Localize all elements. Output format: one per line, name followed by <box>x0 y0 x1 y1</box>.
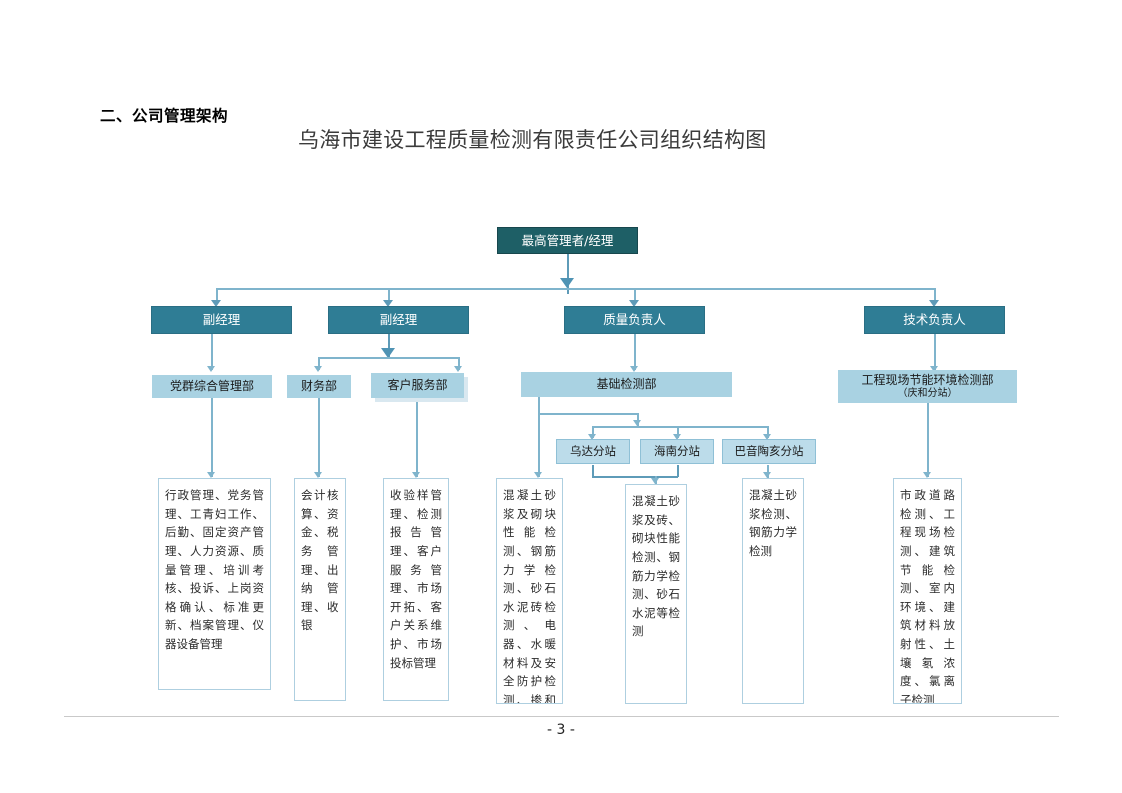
connector-quality-arrow <box>629 300 639 307</box>
connector-level2-bus <box>216 288 935 290</box>
connector-hainan-stem <box>677 465 679 477</box>
node-substation-hainan-label: 海南分站 <box>654 444 700 459</box>
node-deputy-manager-2[interactable]: 副经理 <box>328 306 469 334</box>
connector-bayintaohai-detail-arrow <box>763 472 771 478</box>
connector-tech-to-energy <box>934 334 936 370</box>
node-top-manager[interactable]: 最高管理者/经理 <box>497 227 638 254</box>
footer-divider <box>64 716 1059 717</box>
connector-bayintaohai-to-detail <box>767 465 769 478</box>
node-basic-testing-dept[interactable]: 基础检测部 <box>521 372 732 397</box>
connector-customer-detail-arrow <box>412 472 420 478</box>
node-basic-testing-dept-label: 基础检测部 <box>596 377 657 391</box>
node-energy-env-testing-dept-label-line1: 工程现场节能环境检测部 <box>861 372 994 387</box>
node-finance-dept[interactable]: 财务部 <box>287 375 351 398</box>
connector-bayintaohai-arrow <box>763 434 771 440</box>
connector-vp2-bus <box>318 357 458 359</box>
footer-page-number: - 3 - <box>547 722 575 738</box>
connector-wuda-hainan-bus <box>592 476 678 478</box>
connector-finance-detail-arrow <box>314 472 322 478</box>
connector-party-detail-arrow <box>207 472 215 478</box>
connector-top-stem <box>567 254 569 294</box>
connector-energy-arrow <box>930 366 938 372</box>
node-technical-lead-label: 技术负责人 <box>903 312 966 328</box>
connector-customer-to-detail <box>416 397 418 477</box>
node-substation-bayintaohai[interactable]: 巴音陶亥分站 <box>722 439 816 464</box>
node-party-affairs-dept-label: 党群综合管理部 <box>169 379 254 393</box>
connector-basic-detail-arrow <box>534 472 542 478</box>
node-party-affairs-dept[interactable]: 党群综合管理部 <box>152 375 272 398</box>
node-finance-dept-label: 财务部 <box>300 379 337 393</box>
connector-vp1-arrow <box>211 300 221 307</box>
connector-vp2-drop <box>388 288 390 304</box>
detail-box-substation-wuda: 混凝土砂浆及砖、砌块性能检测、钢筋力学检测、砂石水泥等检测 <box>625 484 687 704</box>
node-customer-service-dept-label: 客户服务部 <box>387 378 448 392</box>
connector-hainan-drop <box>677 426 679 438</box>
node-energy-env-testing-dept[interactable]: 工程现场节能环境检测部 （庆和分站） <box>838 370 1017 403</box>
section-heading: 二、公司管理架构 <box>100 107 229 125</box>
node-technical-lead[interactable]: 技术负责人 <box>864 306 1005 334</box>
node-deputy-manager-1-label: 副经理 <box>202 312 241 328</box>
connector-vp2-arrow <box>383 300 393 307</box>
node-deputy-manager-1[interactable]: 副经理 <box>151 306 292 334</box>
detail-box-customer-service: 收验样管理、检测报告管理、客户服务管理、市场开拓、客户关系维护、市场投标管理 <box>383 478 449 701</box>
node-deputy-manager-2-label: 副经理 <box>379 312 418 328</box>
org-chart-title: 乌海市建设工程质量检测有限责任公司组织结构图 <box>298 128 767 152</box>
connector-energy-detail-arrow <box>923 472 931 478</box>
connector-tech-drop <box>934 288 936 304</box>
connector-finance-to-detail <box>318 397 320 477</box>
connector-vp1-to-party <box>211 334 213 370</box>
connector-wuda-to-detail <box>592 465 594 477</box>
connector-party-to-detail <box>211 397 213 477</box>
connector-energy-to-detail <box>927 403 929 477</box>
connector-finance-arrow <box>314 366 322 372</box>
connector-basic-mid-stem <box>637 413 639 426</box>
connector-vp2-stem <box>388 334 390 358</box>
connector-basic-arrow <box>630 366 638 372</box>
detail-box-substation-hainan: 混凝土砂浆检测、钢筋力学检测 <box>742 478 804 704</box>
node-energy-env-testing-dept-label-line2: （庆和分站） <box>897 387 958 399</box>
detail-box-basic-testing: 混凝土砂浆及砌块性能检测、钢筋力学检测、砂石水泥砖检测、电器、水暖材料及安全防护… <box>496 478 563 704</box>
node-substation-wuda[interactable]: 乌达分站 <box>556 439 630 464</box>
node-quality-lead-label: 质量负责人 <box>603 312 666 328</box>
connector-basic-mid-arrow <box>633 420 641 426</box>
connector-top-arrow <box>560 278 574 288</box>
connector-basic-to-detail-drop <box>538 464 540 477</box>
detail-box-finance: 会计核算、资金、税务管理、出纳管理、收银 <box>294 478 346 701</box>
connector-vp1-drop <box>216 288 218 304</box>
connector-wuda-drop <box>592 426 594 438</box>
connector-party-arrow <box>207 366 215 372</box>
connector-basic-to-detail-stem <box>538 413 540 465</box>
connector-basic-left-stem <box>538 397 540 414</box>
connector-substation-bus <box>592 426 767 428</box>
connector-vp2-stem-arrow <box>381 348 395 358</box>
node-top-manager-label: 最高管理者/经理 <box>521 232 614 248</box>
connector-tech-arrow <box>929 300 939 307</box>
node-substation-bayintaohai-label: 巴音陶亥分站 <box>734 444 804 459</box>
detail-box-party-affairs: 行政管理、党务管理、工青妇工作、后勤、固定资产管理、人力资源、质量管理、培训考核… <box>158 478 271 690</box>
connector-hainan-arrow <box>673 434 681 440</box>
detail-box-energy-env-testing: 市政道路检测、工程现场检测、建筑节能检测、室内环境、建筑材料放射性、土壤氡浓度、… <box>893 478 962 704</box>
connector-finance-drop <box>318 357 320 370</box>
connector-customer-arrow <box>454 366 462 372</box>
node-quality-lead[interactable]: 质量负责人 <box>564 306 705 334</box>
connector-basic-bus-upper <box>538 413 638 415</box>
connector-customer-drop <box>458 357 460 370</box>
connector-quality-drop <box>634 288 636 304</box>
connector-bayintaohai-drop <box>767 426 769 438</box>
connector-wuda-arrow <box>588 434 596 440</box>
node-substation-hainan[interactable]: 海南分站 <box>640 439 714 464</box>
connector-hainan-detail-arrow <box>651 478 659 484</box>
connector-quality-to-basic <box>634 334 636 370</box>
node-substation-wuda-label: 乌达分站 <box>570 444 616 459</box>
node-customer-service-dept[interactable]: 客户服务部 <box>371 373 464 398</box>
